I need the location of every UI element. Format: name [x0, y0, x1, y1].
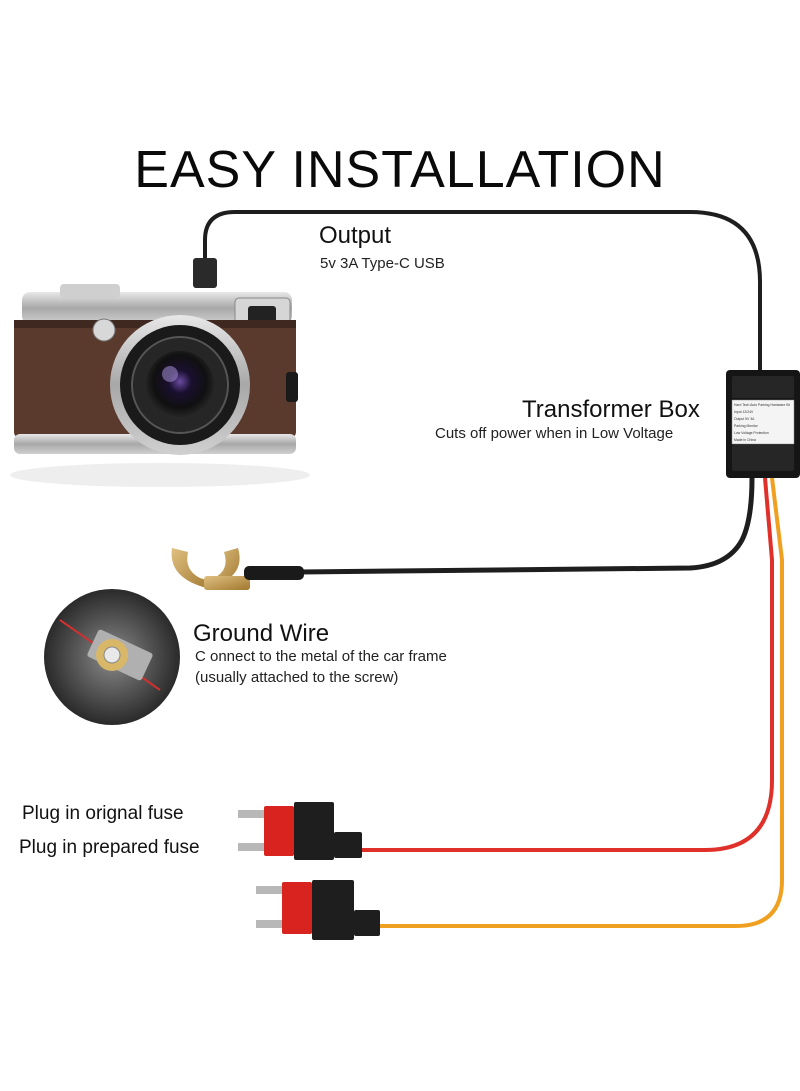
ground-screw-photo [44, 589, 180, 725]
red-wire [362, 477, 774, 852]
wires [203, 210, 784, 928]
fuse-label-original: Plug in orignal fuse [22, 803, 184, 824]
ground-detail-line2: (usually attached to the screw) [195, 669, 399, 686]
ground-detail-line1: C onnect to the metal of the car frame [195, 648, 447, 665]
sticker-text: Input 12/24V [734, 410, 754, 414]
transformer-sticker [731, 399, 795, 445]
fuse-tap-upper [238, 802, 362, 860]
ground-heading: Ground Wire [193, 620, 330, 647]
ground-lug [171, 548, 304, 590]
transformer-heading: Transformer Box [522, 396, 700, 423]
ground-wire-cable [299, 477, 755, 575]
sticker-text: Output 5V 3A [734, 417, 755, 421]
sticker-text: Hard Tech Auto Parking Hardware Kit [734, 403, 790, 407]
usb-output-cable [203, 210, 762, 372]
output-heading: Output [319, 222, 392, 249]
sticker-text: Parking Monitor [734, 424, 759, 428]
transformer-detail: Cuts off power when in Low Voltage [435, 425, 674, 442]
output-detail: 5v 3A Type-C USB [320, 255, 445, 272]
yellow-wire [378, 477, 784, 928]
page-title: EASY INSTALLATION [134, 141, 666, 199]
fuse-label-prepared: Plug in prepared fuse [19, 837, 200, 858]
sticker-text: Low Voltage Protection [734, 431, 769, 435]
dashcam-camera-illustration [10, 258, 310, 487]
fuse-tap-lower [256, 880, 380, 940]
transformer-box: Hard Tech Auto Parking Hardware Kit Inpu… [726, 370, 800, 478]
sticker-text: Made in China [734, 438, 756, 442]
